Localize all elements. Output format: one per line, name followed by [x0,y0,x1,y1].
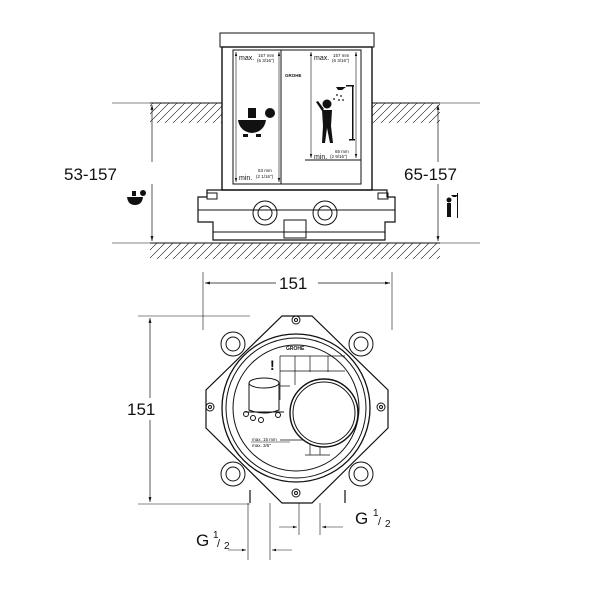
shower-min-mm: 65 mm [335,149,349,154]
floor-hatch [150,243,440,259]
ground-hatch-left [150,103,222,123]
mounting-base [197,189,396,241]
bath-small-icon [127,190,146,205]
svg-text:G: G [355,509,368,528]
shower-height-dimension: 65-157 [404,165,457,184]
shower-person-icon [316,85,355,143]
bath-max-mm: 157 mm [258,53,275,58]
height-dimension: 151 [127,400,155,419]
shower-max-mm: 157 mm [333,53,350,58]
svg-text:/: / [217,538,221,550]
box-outline [205,315,389,504]
valve-opening [289,378,359,448]
box-cap [219,32,375,48]
max-note-mm: max. 15 mm [252,437,277,442]
thread-label-right: G 1 / 2 [355,508,391,530]
warning-icon: ! [270,357,275,373]
mounting-lugs [220,331,374,487]
grohe-logo-plan: GROHE [286,346,305,352]
svg-text:G: G [196,531,209,550]
plan-view: 151 151 ! GROHE max. 15 mm max. [125,272,393,560]
cartridge-icon [243,377,284,423]
elevation-view: max. 157 mm (6 3/16") min. 53 mm (2 1/16… [60,32,480,259]
bath-min-label: min. [239,175,252,182]
thread-label-left: G 1 / 2 [196,530,230,552]
svg-text:1: 1 [213,530,219,541]
svg-text:1: 1 [373,508,379,519]
svg-text:2: 2 [224,541,230,552]
shower-max-in: (6 3/16") [332,58,350,63]
bath-min-in: (2 1/16") [256,174,274,179]
bath-max-label: max. [239,55,254,62]
shower-min-label: min. [314,154,327,161]
shower-small-icon [446,193,458,218]
bathtub-icon [238,108,275,137]
tile-grid [279,355,345,456]
svg-text:/: / [378,516,382,528]
ground-hatch-right [372,103,440,123]
bath-min-mm: 53 mm [258,168,272,173]
grohe-logo: GROHE [285,73,302,78]
shower-min-in: (2 9/16") [330,154,348,159]
max-note-in: max. 3/5" [252,443,271,448]
screw-holes [205,315,386,498]
shower-max-label: max. [314,55,329,62]
bath-height-dimension: 53-157 [64,165,117,184]
width-dimension: 151 [279,274,307,293]
svg-text:2: 2 [385,519,391,530]
installation-box [221,46,373,191]
bath-max-in: (6 3/16") [257,58,275,63]
